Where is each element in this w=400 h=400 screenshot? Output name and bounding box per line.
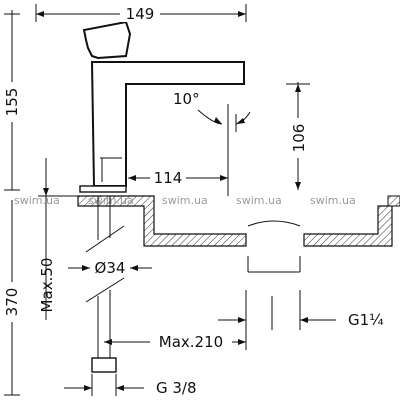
dim-114-label: 114 [154,169,183,187]
dim-114: 114 [101,104,229,196]
base-flange [79,185,127,193]
dim-106: 106 [286,82,310,190]
drain [245,256,301,350]
dim-drain-thread: G1¼ [218,311,384,329]
watermarks: swim.ua swim.ua swim.ua swim.ua swim.ua [14,194,356,207]
dim-drain-thread-label: G1¼ [348,311,384,329]
lever-handle [82,20,132,60]
watermark-5: swim.ua [310,194,356,207]
dim-max50-label: Max.50 [38,258,56,313]
dim-diameter: Ø34 [68,259,152,277]
watermark-3: swim.ua [162,194,208,207]
dim-vertical-left: 155 370 [3,10,21,396]
watermark-4: swim.ua [236,194,282,207]
dim-inlet-thread: G 3/8 [64,374,197,397]
supply-hose [85,196,125,373]
angle-label: 10° [173,90,200,108]
dim-max50: Max.50 [38,158,90,320]
dim-max210: Max.210 [104,330,246,351]
dim-diameter-label: Ø34 [95,259,126,277]
dim-149-label: 149 [126,5,155,23]
dim-angle: 10° [173,90,251,132]
dim-inlet-thread-label: G 3/8 [156,379,197,397]
dim-149: 149 [35,4,247,23]
inlet-connector [91,357,117,373]
dim-370-label: 370 [3,288,21,317]
dim-max210-label: Max.210 [159,333,223,351]
basin-section [77,195,400,247]
watermark-1: swim.ua [14,194,60,207]
faucet-body [79,20,245,193]
watermark-2: swim.ua [88,194,134,207]
dim-106-label: 106 [290,124,308,153]
dim-155-label: 155 [3,88,21,117]
